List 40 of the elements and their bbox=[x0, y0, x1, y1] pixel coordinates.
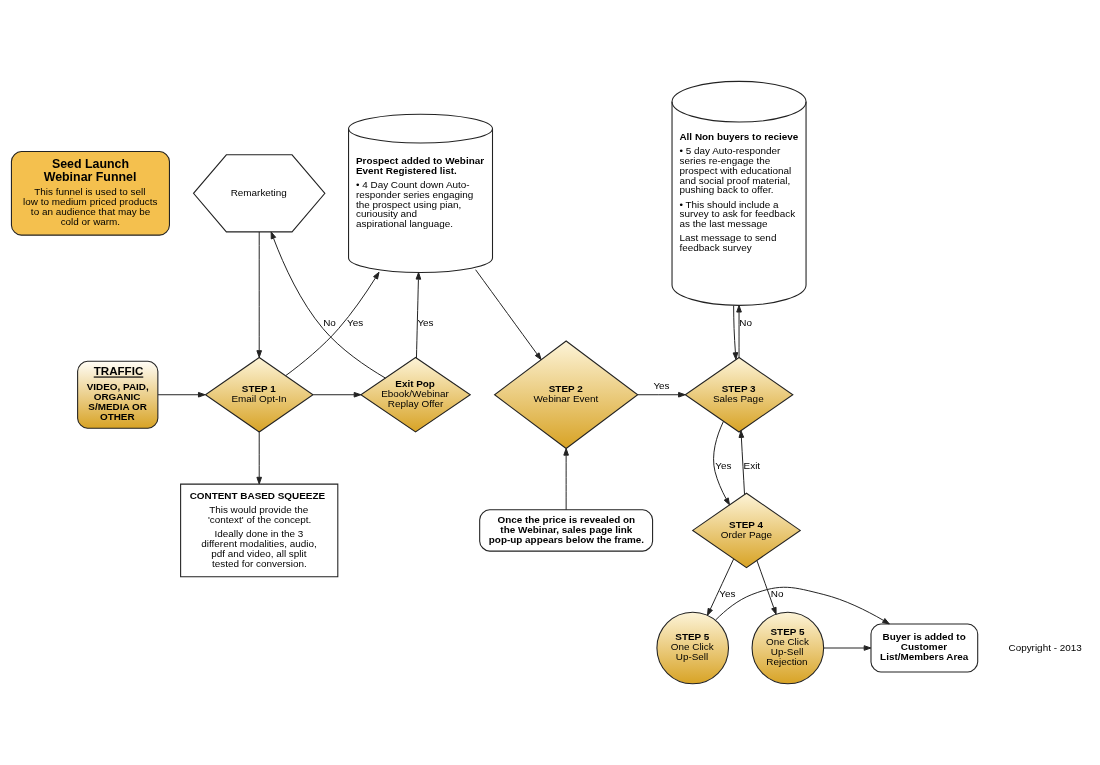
label: Copyright - 2013 bbox=[1008, 641, 1082, 653]
node-box: Seed Launch Webinar Funnel This funnel is used to sell low to medium priced products to an audience that may be cold or warm. bbox=[10, 151, 170, 236]
edge-label: Yes bbox=[347, 316, 364, 328]
edge-label: Yes bbox=[715, 459, 732, 471]
node-box: Once the price is revealed on the Webinar, sales page link pop-up appears below the frame. bbox=[479, 509, 654, 552]
node-box: Buyer is added to Customer List/Members Area bbox=[870, 623, 979, 673]
arrow bbox=[713, 420, 730, 506]
arrow bbox=[732, 305, 739, 360]
edge-label: Yes bbox=[417, 316, 434, 328]
node-box: TRAFFIC VIDEO, PAID, ORGANIC S/MEDIA OR OTHER bbox=[77, 360, 159, 429]
node-diamond: STEP 3 Sales Page bbox=[684, 356, 794, 433]
node-circle: STEP 5 One Click Up-Sell Rejection bbox=[751, 611, 825, 685]
node-diamond: STEP 4 Order Page bbox=[691, 492, 802, 569]
arrow bbox=[157, 391, 206, 398]
edge-label: Yes bbox=[653, 380, 670, 392]
arrow bbox=[736, 304, 742, 358]
node-diamond: STEP 2 Webinar Event bbox=[493, 340, 639, 450]
arrow bbox=[637, 391, 686, 398]
arrow bbox=[714, 586, 890, 625]
arrow bbox=[256, 431, 262, 485]
node-circle: STEP 5 One Click Up-Sell bbox=[656, 611, 730, 685]
arrow bbox=[285, 271, 380, 377]
edge-label: Exit bbox=[743, 459, 761, 471]
arrow bbox=[756, 560, 777, 615]
arrow bbox=[415, 272, 422, 359]
arrow bbox=[563, 448, 569, 511]
arrow bbox=[707, 558, 735, 616]
arrow bbox=[256, 231, 262, 358]
node-box: CONTENT BASED SQUEEZE This would provide the 'context' of the concept. Ideally done in the 3 different modalities, audio, pdf and video, all split tested for conversion. bbox=[180, 483, 339, 578]
edge-label: No bbox=[323, 316, 336, 328]
edge-label: No bbox=[770, 588, 784, 600]
edge-label: No bbox=[739, 316, 752, 328]
node-diamond: STEP 1 Email Opt-In bbox=[204, 356, 314, 433]
node-diamond: Exit Pop Ebook/Webinar Replay Offer bbox=[359, 356, 472, 433]
arrow bbox=[738, 430, 746, 495]
arrow bbox=[475, 269, 542, 361]
arrow bbox=[312, 391, 362, 398]
arrow bbox=[270, 231, 386, 379]
edge-label: Yes bbox=[719, 588, 736, 600]
arrow bbox=[823, 645, 872, 651]
